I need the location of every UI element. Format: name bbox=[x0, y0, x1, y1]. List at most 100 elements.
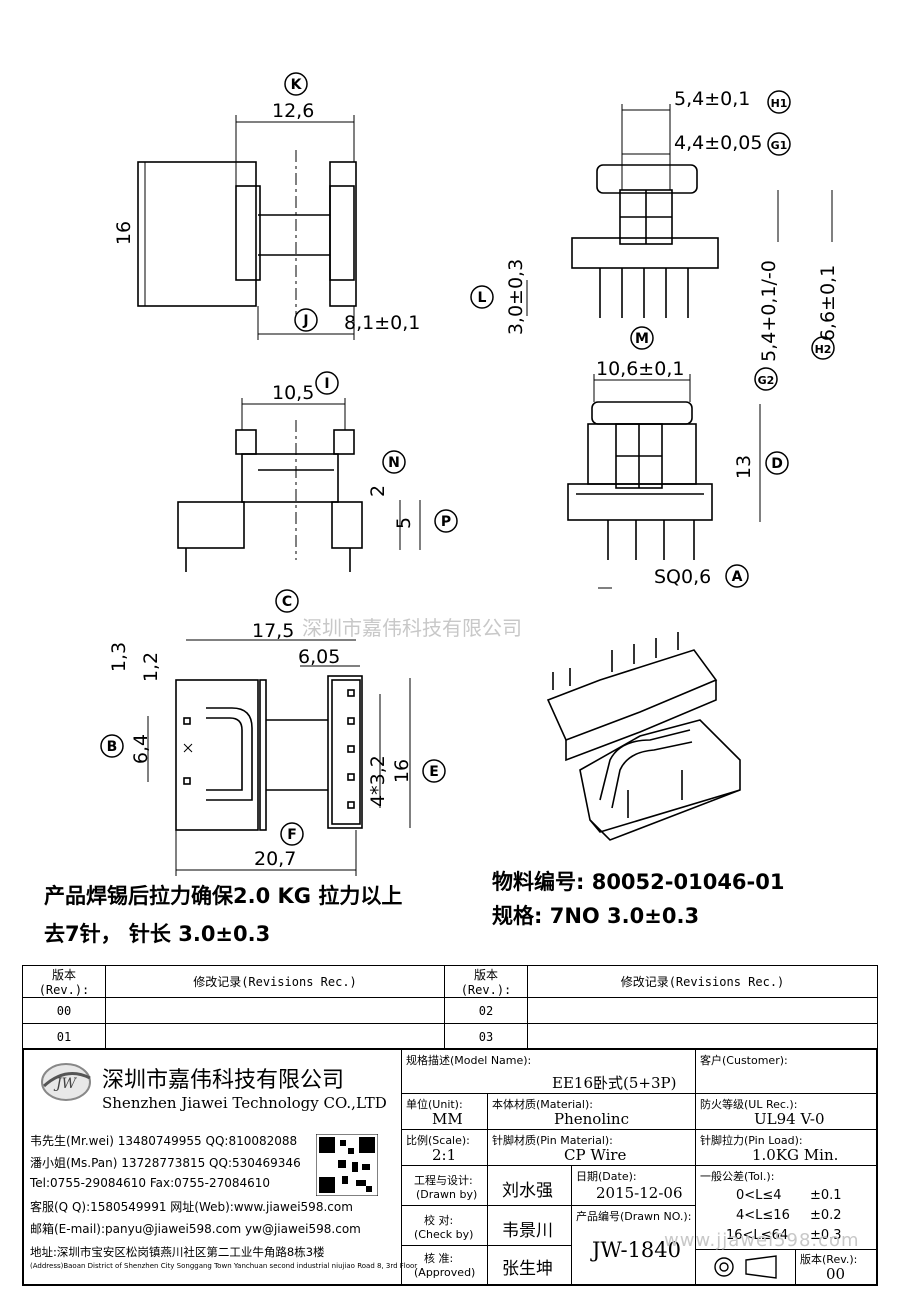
callout-circle-h1 bbox=[767, 90, 791, 114]
table-row: 01 03 bbox=[22, 1023, 878, 1050]
callout-circle-k bbox=[284, 72, 308, 96]
address-en: (Address)Baoan District of Shenzhen City… bbox=[30, 1262, 418, 1270]
pin-load-label: 针脚拉力(Pin Load): bbox=[700, 1134, 803, 1147]
rev-cell: 01 bbox=[22, 1023, 106, 1050]
tolerance-cell: 一般公差(Tol.): 0<L≤4 ±0.1 4<L≤16 ±0.2 16<L≤… bbox=[696, 1166, 876, 1250]
callout-label-e: E bbox=[429, 764, 439, 780]
rec-cell bbox=[105, 1023, 445, 1050]
rec-header: 修改记录(Revisions Rec.) bbox=[105, 965, 445, 998]
projection-symbol-icon bbox=[714, 1255, 777, 1279]
dim-k-width: 12,6 bbox=[272, 100, 315, 122]
callout-label-d: D bbox=[771, 456, 783, 472]
company-name-cn: 深圳市嘉伟科技有限公司 bbox=[102, 1068, 345, 1093]
dim-c: 17,5 bbox=[252, 620, 295, 642]
version-label: 版本(Rev.): bbox=[800, 1253, 858, 1266]
callout-circle-b bbox=[100, 734, 124, 758]
contact-email: 邮箱(E-mail):panyu@jiawei598.com yw@jiawei… bbox=[30, 1222, 361, 1236]
qr-code-icon bbox=[316, 1134, 378, 1196]
view-front-h bbox=[526, 104, 833, 318]
rev-cell: 00 bbox=[22, 997, 106, 1024]
callout-label-c: C bbox=[282, 594, 292, 610]
dim-a: SQ0,6 bbox=[654, 566, 712, 588]
tol-value-1: ±0.1 bbox=[810, 1188, 842, 1203]
contact-pan: 潘小姐(Ms.Pan) 13728773815 QQ:530469346 bbox=[30, 1156, 301, 1170]
callout-label-b: B bbox=[107, 739, 118, 755]
callout-label-n: N bbox=[388, 455, 400, 471]
company-name-en: Shenzhen Jiawei Technology CO.,LTD bbox=[102, 1094, 387, 1112]
dim-f: 20,7 bbox=[254, 848, 297, 870]
rec-header-2: 修改记录(Revisions Rec.) bbox=[527, 965, 878, 998]
dim-6-05: 6,05 bbox=[298, 646, 341, 668]
dim-b: 6,4 bbox=[130, 733, 153, 765]
pin-material-value: CP Wire bbox=[564, 1146, 627, 1164]
rec-cell bbox=[105, 997, 445, 1024]
material-label: 本体材质(Material): bbox=[492, 1098, 593, 1111]
callout-label-g1: G1 bbox=[771, 139, 788, 152]
view-side-i bbox=[177, 398, 421, 572]
drawing-no-cell: 产品编号(Drawn NO.): JW-1840 bbox=[572, 1206, 696, 1284]
check-value: 韦景川 bbox=[502, 1221, 553, 1241]
watermark-company: 深圳市嘉伟科技有限公司 bbox=[302, 616, 522, 640]
rev-header: 版本(Rev.): bbox=[22, 965, 106, 998]
view-side-k bbox=[137, 115, 357, 340]
callout-label-l: L bbox=[478, 290, 487, 306]
callout-label-g2: G2 bbox=[758, 374, 775, 387]
callout-circle-d bbox=[765, 451, 789, 475]
pin-load-value: 1.0KG Min. bbox=[752, 1146, 839, 1164]
callout-circle-g1 bbox=[767, 132, 791, 156]
callout-label-h2: H2 bbox=[815, 343, 832, 356]
approved-cell: 张生坤 bbox=[488, 1246, 572, 1284]
callout-label-f: F bbox=[287, 827, 297, 843]
pin-material-label: 针脚材质(Pin Material): bbox=[492, 1134, 613, 1147]
unit-cell: 单位(Unit): MM bbox=[402, 1094, 488, 1130]
date-cell: 日期(Date): 2015-12-06 bbox=[572, 1166, 696, 1206]
projection-symbol-cell bbox=[696, 1250, 796, 1284]
drawn-sub: (Drawn by) bbox=[416, 1188, 478, 1201]
callout-circle-n bbox=[382, 450, 406, 474]
rev-cell: 03 bbox=[444, 1023, 528, 1050]
dim-h2: 6,6±0,1 bbox=[817, 264, 840, 342]
callout-circle-f bbox=[280, 822, 304, 846]
drawing-no-value: JW-1840 bbox=[592, 1238, 682, 1262]
rec-cell bbox=[527, 1023, 878, 1050]
logo-text: JW bbox=[53, 1076, 78, 1092]
model-cell: 规格描述(Model Name): EE16卧式(5+3P) bbox=[402, 1050, 696, 1094]
part-number: 物料编号: 80052-01046-01 bbox=[492, 870, 785, 894]
contact-qq-web: 客服(Q Q):1580549991 网址(Web):www.jiawei598… bbox=[30, 1200, 353, 1214]
dim-1-3: 1,3 bbox=[108, 641, 131, 673]
dim-g2: 5,4+0,1/-0 bbox=[757, 260, 780, 362]
unit-value: MM bbox=[432, 1110, 463, 1128]
dim-n: 2 bbox=[367, 484, 390, 498]
model-label: 规格描述(Model Name): bbox=[406, 1054, 532, 1067]
dim-e: 16 bbox=[391, 758, 414, 784]
view-top-c bbox=[147, 639, 411, 876]
callout-circle-p bbox=[434, 509, 458, 533]
dim-k-height: 16 bbox=[113, 220, 136, 246]
callout-label-a: A bbox=[732, 569, 743, 585]
drawn-label: 工程与设计: bbox=[414, 1174, 473, 1187]
callout-circle-h2 bbox=[811, 336, 835, 360]
table-row: 00 02 bbox=[22, 997, 878, 1024]
unit-label: 单位(Unit): bbox=[406, 1098, 463, 1111]
callout-circle-j bbox=[294, 308, 318, 332]
callout-circle-l bbox=[470, 285, 494, 309]
tol-range-1: 0<L≤4 bbox=[736, 1188, 782, 1203]
callout-circle-e bbox=[422, 759, 446, 783]
company-panel: JW 深圳市嘉伟科技有限公司 Shenzhen Jiawei Technolog… bbox=[24, 1050, 417, 1284]
tol-value-2: ±0.2 bbox=[810, 1208, 842, 1223]
dim-i: 10,5 bbox=[272, 382, 315, 404]
callout-circle-g2 bbox=[754, 367, 778, 391]
approved-value: 张生坤 bbox=[502, 1259, 553, 1279]
spec: 规格: 7NO 3.0±0.3 bbox=[492, 904, 700, 928]
scale-cell: 比例(Scale): 2:1 bbox=[402, 1130, 488, 1166]
date-label: 日期(Date): bbox=[576, 1170, 637, 1183]
callout-circle-i bbox=[315, 371, 339, 395]
model-value: EE16卧式(5+3P) bbox=[552, 1074, 677, 1092]
dim-d: 13 bbox=[733, 454, 756, 480]
dim-1-2: 1,2 bbox=[140, 651, 163, 683]
version-cell: 版本(Rev.): 00 bbox=[796, 1250, 876, 1284]
callout-label-h1: H1 bbox=[771, 97, 788, 110]
scale-label: 比例(Scale): bbox=[406, 1134, 470, 1147]
note-pull-force: 产品焊锡后拉力确保2.0 KG 拉力以上 bbox=[44, 884, 403, 908]
